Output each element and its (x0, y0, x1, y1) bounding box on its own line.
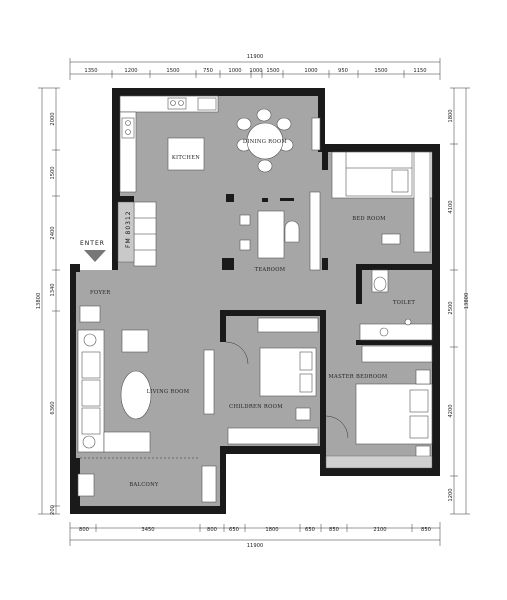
tearoom: TEAROOM (239, 191, 328, 273)
top-dim-1: 1350 (84, 68, 97, 74)
right-dim-5: 1200 (448, 488, 454, 501)
bottom-total-dim: 11900 (247, 543, 264, 549)
vanity-counter (359, 323, 433, 341)
top-dim-10: 1500 (374, 68, 387, 74)
stove-icon (121, 117, 135, 139)
left-dim-6: 200 (50, 505, 56, 515)
left-dimension-chain: 13800 2000 1500 2400 1340 6360 200 (36, 87, 60, 515)
left-dim-5: 6360 (50, 401, 56, 414)
dining-table (246, 122, 284, 160)
children-room-label: CHILDREN ROOM (229, 404, 283, 410)
coffee-table (120, 370, 152, 420)
living-room: LIVING ROOM (77, 305, 215, 453)
right-dim-3: 2500 (448, 301, 454, 314)
left-dim-4: 1340 (50, 283, 56, 296)
living-room-label: LIVING ROOM (147, 389, 190, 395)
bottom-dim-9: 850 (421, 527, 431, 533)
tea-chair (284, 220, 300, 243)
balcony: BALCONY (76, 457, 220, 506)
kitchen-label: KITCHEN (172, 155, 200, 161)
bottom-dim-1: 800 (79, 527, 89, 533)
dining-area: DINING ROOM (236, 108, 321, 173)
children-desk-chair (295, 407, 311, 421)
top-dim-9: 950 (338, 68, 348, 74)
tv-console (203, 349, 215, 415)
kitchen: KITCHEN FM 80312 (117, 95, 219, 267)
top-dim-8: 1000 (304, 68, 317, 74)
children-desk (227, 427, 319, 445)
walls (70, 88, 440, 514)
top-dim-3: 1500 (166, 68, 179, 74)
children-wardrobe (257, 317, 319, 333)
bottom-dim-3: 800 (207, 527, 217, 533)
master-bedroom: MASTER BEDROOM (325, 369, 433, 469)
left-dim-2: 1500 (50, 166, 56, 179)
bedroom-desk (381, 233, 401, 245)
top-dim-2: 1200 (124, 68, 137, 74)
shoe-cabinet (117, 201, 135, 263)
enter-arrow-icon (84, 250, 106, 262)
fridge-tag: FM 80312 (125, 210, 132, 248)
entrance: ENTER FOYER (80, 240, 111, 296)
enter-label: ENTER (80, 240, 105, 247)
fridge-icon (197, 97, 217, 111)
tea-table (257, 210, 285, 259)
toilet: TOILET (359, 269, 433, 363)
washing-machine-icon (77, 473, 95, 497)
bottom-dim-4: 650 (229, 527, 239, 533)
bottom-dimension-chain: 800 3450 800 650 1800 650 850 2100 850 1… (69, 522, 441, 549)
bedroom-closet (413, 151, 431, 253)
master-closet-top (361, 345, 433, 363)
lounge-chair (103, 431, 151, 453)
top-dim-4: 750 (203, 68, 213, 74)
bottom-dim-6: 650 (305, 527, 315, 533)
balcony-cabinet (201, 465, 217, 503)
dining-room-label: DINING ROOM (243, 139, 288, 145)
foyer-label: FOYER (90, 290, 111, 296)
balcony-label: BALCONY (129, 482, 159, 488)
right-dim-1: 1800 (448, 109, 454, 122)
bottom-dim-7: 850 (329, 527, 339, 533)
washbasin-icon (379, 327, 389, 337)
toilet-label: TOILET (393, 300, 415, 306)
master-window-sill (325, 455, 433, 469)
bed-room: BED ROOM (331, 151, 433, 253)
top-dim-11: 1150 (413, 68, 426, 74)
children-room: CHILDREN ROOM (225, 317, 319, 445)
top-dim-5: 1000 (228, 68, 241, 74)
floor-lamp-icon (83, 333, 97, 347)
right-dim-4: 4200 (448, 404, 454, 417)
right-dimension-chain: 1800 4100 2500 4200 1200 13800 (448, 87, 470, 515)
tearoom-shelf (309, 191, 321, 271)
right-total-dim: 13800 (464, 293, 470, 310)
shoe-bench (79, 305, 101, 323)
bottom-dim-2: 3450 (141, 527, 154, 533)
left-dim-1: 2000 (50, 112, 56, 125)
tearoom-label: TEAROOM (255, 267, 286, 273)
bottom-dim-8: 2100 (373, 527, 386, 533)
sink-icon (167, 97, 187, 110)
left-total-dim: 13800 (36, 293, 42, 310)
dining-sideboard (311, 117, 321, 151)
top-dimension-chain: 11900 1350 1200 1500 750 1000 1000 1500 … (69, 54, 441, 80)
top-dim-7: 1500 (266, 68, 279, 74)
master-bedroom-label: MASTER BEDROOM (328, 374, 387, 380)
bottom-dim-5: 1800 (265, 527, 278, 533)
top-total-dim: 11900 (247, 54, 264, 60)
left-dim-3: 2400 (50, 226, 56, 239)
top-dim-6: 1000 (249, 68, 262, 74)
right-dim-2: 4100 (448, 200, 454, 213)
kitchen-island (167, 137, 205, 171)
armchair (121, 329, 149, 353)
bed-room-label: BED ROOM (352, 216, 386, 222)
